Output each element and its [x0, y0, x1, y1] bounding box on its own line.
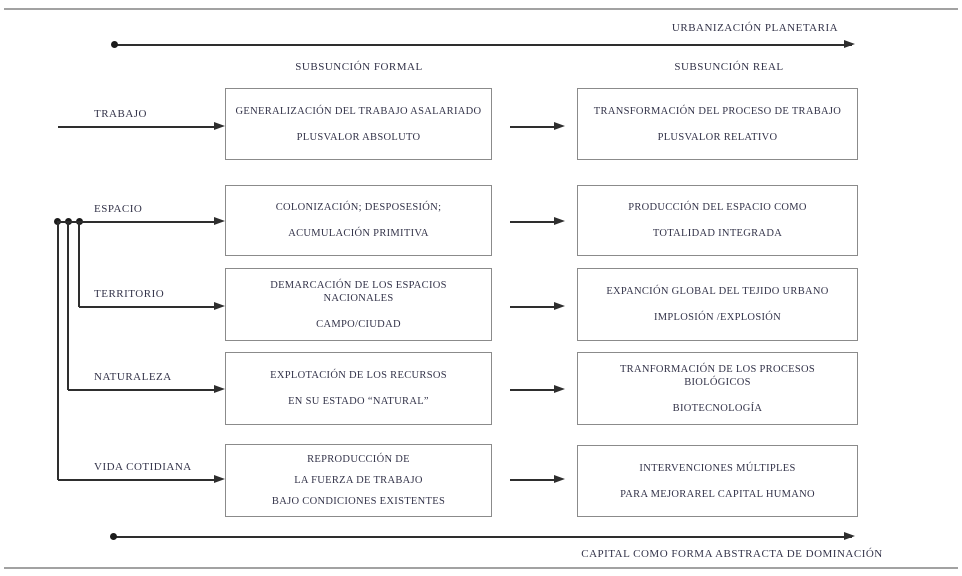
bottom-axis-start-dot [110, 533, 117, 540]
bottom-axis-label: CAPITAL COMO FORMA ABSTRACTA DE DOMINACI… [581, 548, 883, 560]
branch-line-vida-cotidiana [57, 222, 59, 480]
feeder-line-trabajo [58, 126, 214, 128]
box-text-line: GENERALIZACIÓN DEL TRABAJO ASALARIADO [235, 105, 482, 117]
bottom-axis-arrowhead-icon [844, 532, 855, 540]
box-text-line: EXPANCIÓN GLOBAL DEL TEJIDO URBANO [606, 286, 829, 297]
top-axis-start-dot [111, 41, 118, 48]
box-text-line: PRODUCCIÓN DEL ESPACIO COMO [628, 202, 807, 213]
feeder-line-vida-cotidiana [58, 479, 214, 481]
box-text-line: TRANSFORMACIÓN DEL PROCESO DE TRABAJO [593, 105, 842, 117]
feeder-arrowhead-territorio-icon [214, 302, 225, 310]
top-axis-arrowhead-icon [844, 40, 855, 48]
box-text-line: TOTALIDAD INTEGRADA [652, 228, 783, 239]
box-text-line: BIOTECNOLOGÍA [672, 402, 763, 414]
top-axis-label: URBANIZACIÓN PLANETARIA [671, 22, 839, 34]
mid-arrowhead-naturaleza-icon [554, 385, 565, 393]
row-label-territorio: TERRITORIO [94, 288, 165, 300]
branch-line-naturaleza [67, 222, 69, 390]
row-label-vida-cotidiana: VIDA COTIDIANA [94, 461, 192, 473]
row-label-naturaleza: NATURALEZA [94, 371, 172, 383]
box-text-line: PARA MEJORAREL CAPITAL HUMANO [620, 488, 815, 500]
column-header-real: SUBSUNCIÓN REAL [674, 61, 784, 73]
mid-arrow-line-naturaleza [510, 389, 554, 391]
row-label-trabajo: TRABAJO [94, 108, 148, 120]
bottom-page-rule [4, 567, 958, 569]
mid-arrowhead-trabajo-icon [554, 122, 565, 130]
mid-arrow-line-trabajo [510, 126, 554, 128]
mid-arrow-line-territorio [510, 306, 554, 308]
right-box-territorio: EXPANCIÓN GLOBAL DEL TEJIDO URBANO IMPLO… [577, 268, 858, 341]
branch-line-territorio [78, 222, 80, 307]
top-page-rule [4, 8, 958, 10]
box-text-line: EXPLOTACIÓN DE LOS RECURSOS [270, 370, 447, 381]
left-box-espacio: COLONIZACIÓN; DESPOSESIÓN; ACUMULACIÓN P… [225, 185, 492, 256]
feeder-arrowhead-espacio-icon [214, 217, 225, 225]
box-text-line: REPRODUCCIÓN DE [307, 454, 410, 465]
box-text-line: LA FUERZA DE TRABAJO [294, 475, 423, 486]
right-box-naturaleza: TRANFORMACIÓN DE LOS PROCESOS BIOLÓGICOS… [577, 352, 858, 425]
bottom-axis-arrow-line [114, 536, 852, 538]
left-box-territorio: DEMARCACIÓN DE LOS ESPACIOS NACIONALES C… [225, 268, 492, 341]
mid-arrowhead-territorio-icon [554, 302, 565, 310]
box-text-line: CAMPO/CIUDAD [316, 318, 401, 330]
right-box-vida-cotidiana: INTERVENCIONES MÚLTIPLES PARA MEJORAREL … [577, 445, 858, 517]
box-text-line: COLONIZACIÓN; DESPOSESIÓN; [275, 202, 442, 213]
box-text-line: DEMARCACIÓN DE LOS ESPACIOS NACIONALES [270, 279, 447, 304]
box-text-line: INTERVENCIONES MÚLTIPLES [639, 462, 796, 474]
box-text-line: BAJO CONDICIONES EXISTENTES [271, 496, 446, 507]
left-box-trabajo: GENERALIZACIÓN DEL TRABAJO ASALARIADO PL… [225, 88, 492, 160]
right-box-trabajo: TRANSFORMACIÓN DEL PROCESO DE TRABAJO PL… [577, 88, 858, 160]
box-text-line: IMPLOSIÓN /EXPLOSIÓN [653, 312, 782, 323]
feeder-arrowhead-vida-cotidiana-icon [214, 475, 225, 483]
mid-arrow-line-espacio [510, 221, 554, 223]
feeder-arrowhead-trabajo-icon [214, 122, 225, 130]
box-text-line: PLUSVALOR ABSOLUTO [296, 131, 421, 143]
box-text-line: EN SU ESTADO “NATURAL” [288, 396, 429, 407]
right-box-espacio: PRODUCCIÓN DEL ESPACIO COMO TOTALIDAD IN… [577, 185, 858, 256]
column-header-formal: SUBSUNCIÓN FORMAL [295, 61, 423, 73]
mid-arrow-line-vida-cotidiana [510, 479, 554, 481]
feeder-line-espacio [57, 221, 214, 223]
mid-arrowhead-vida-cotidiana-icon [554, 475, 565, 483]
feeder-arrowhead-naturaleza-icon [214, 385, 225, 393]
top-axis-arrow-line [115, 44, 852, 46]
box-text-line: TRANFORMACIÓN DE LOS PROCESOS BIOLÓGICOS [619, 363, 816, 388]
left-box-vida-cotidiana: REPRODUCCIÓN DE LA FUERZA DE TRABAJO BAJ… [225, 444, 492, 517]
feeder-line-naturaleza [68, 389, 214, 391]
feeder-line-territorio [79, 306, 214, 308]
mid-arrowhead-espacio-icon [554, 217, 565, 225]
box-text-line: ACUMULACIÓN PRIMITIVA [288, 228, 429, 239]
box-text-line: PLUSVALOR RELATIVO [657, 131, 778, 143]
row-label-espacio: ESPACIO [94, 203, 143, 215]
left-box-naturaleza: EXPLOTACIÓN DE LOS RECURSOS EN SU ESTADO… [225, 352, 492, 425]
